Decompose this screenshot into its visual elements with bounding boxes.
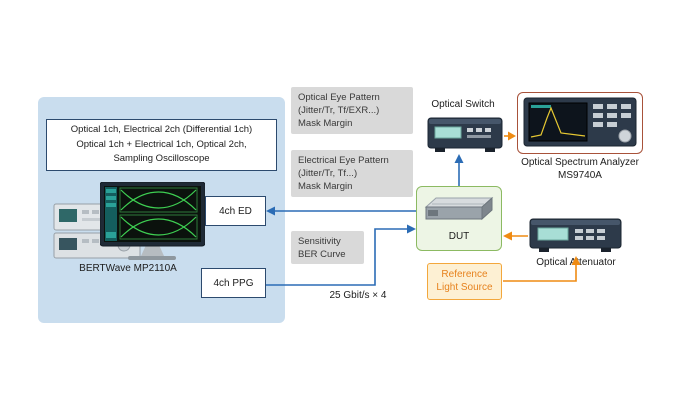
ed-box: 4ch ED (205, 196, 266, 226)
osa-label-line-2: MS9740A (558, 169, 602, 181)
electrical-eye-line-1: Electrical Eye Pattern (298, 155, 389, 166)
optical-eye-line-3: Mask Margin (298, 118, 353, 129)
transceiver-icon (424, 196, 494, 221)
osa-highlight-frame (517, 92, 643, 154)
bitrate-label: 25 Gbit/s × 4 (329, 290, 387, 301)
dut-label: DUT (448, 231, 470, 242)
modes-line-3: Sampling Oscilloscope (113, 153, 210, 164)
optical-eye-line-1: Optical Eye Pattern (298, 92, 380, 103)
light-source-line-1: Reference (441, 269, 488, 280)
osa-label: Optical Spectrum Analyzer MS9740A (508, 157, 652, 182)
optical-switch-icon (427, 117, 503, 152)
attenuator-label: Optical Attenuator (536, 257, 616, 268)
ppg-box: 4ch PPG (201, 268, 266, 298)
monitor-eye-pattern-icon (100, 182, 205, 260)
sensitivity-line-1: Sensitivity (298, 236, 341, 247)
dut-box: DUT (416, 186, 502, 251)
sensitivity-note: Sensitivity BER Curve (291, 231, 364, 264)
light-source-line-2: Light Source (436, 281, 493, 293)
electrical-eye-line-2: (Jitter/Tr, Tf...) (298, 168, 358, 179)
modes-line-2: Optical 1ch + Electrical 1ch, Optical 2c… (76, 138, 247, 150)
modes-line-1: Optical 1ch, Electrical 2ch (Differentia… (70, 124, 253, 135)
spectrum-analyzer-icon (523, 97, 637, 147)
sensitivity-line-2: BER Curve (298, 249, 346, 260)
attenuator-icon (529, 218, 622, 252)
optical-switch-label: Optical Switch (431, 99, 495, 110)
light-source-box: Reference Light Source (427, 263, 502, 300)
bertwave-label: BERTWave MP2110A (79, 263, 177, 274)
osa-label-line-1: Optical Spectrum Analyzer (521, 157, 639, 168)
electrical-eye-note: Electrical Eye Pattern (Jitter/Tr, Tf...… (291, 150, 413, 197)
measurement-modes-box: Optical 1ch, Electrical 2ch (Differentia… (46, 119, 277, 171)
optical-eye-note: Optical Eye Pattern (Jitter/Tr, Tf/EXR..… (291, 87, 413, 134)
optical-eye-line-2: (Jitter/Tr, Tf/EXR...) (298, 105, 380, 116)
electrical-eye-line-3: Mask Margin (298, 181, 353, 192)
